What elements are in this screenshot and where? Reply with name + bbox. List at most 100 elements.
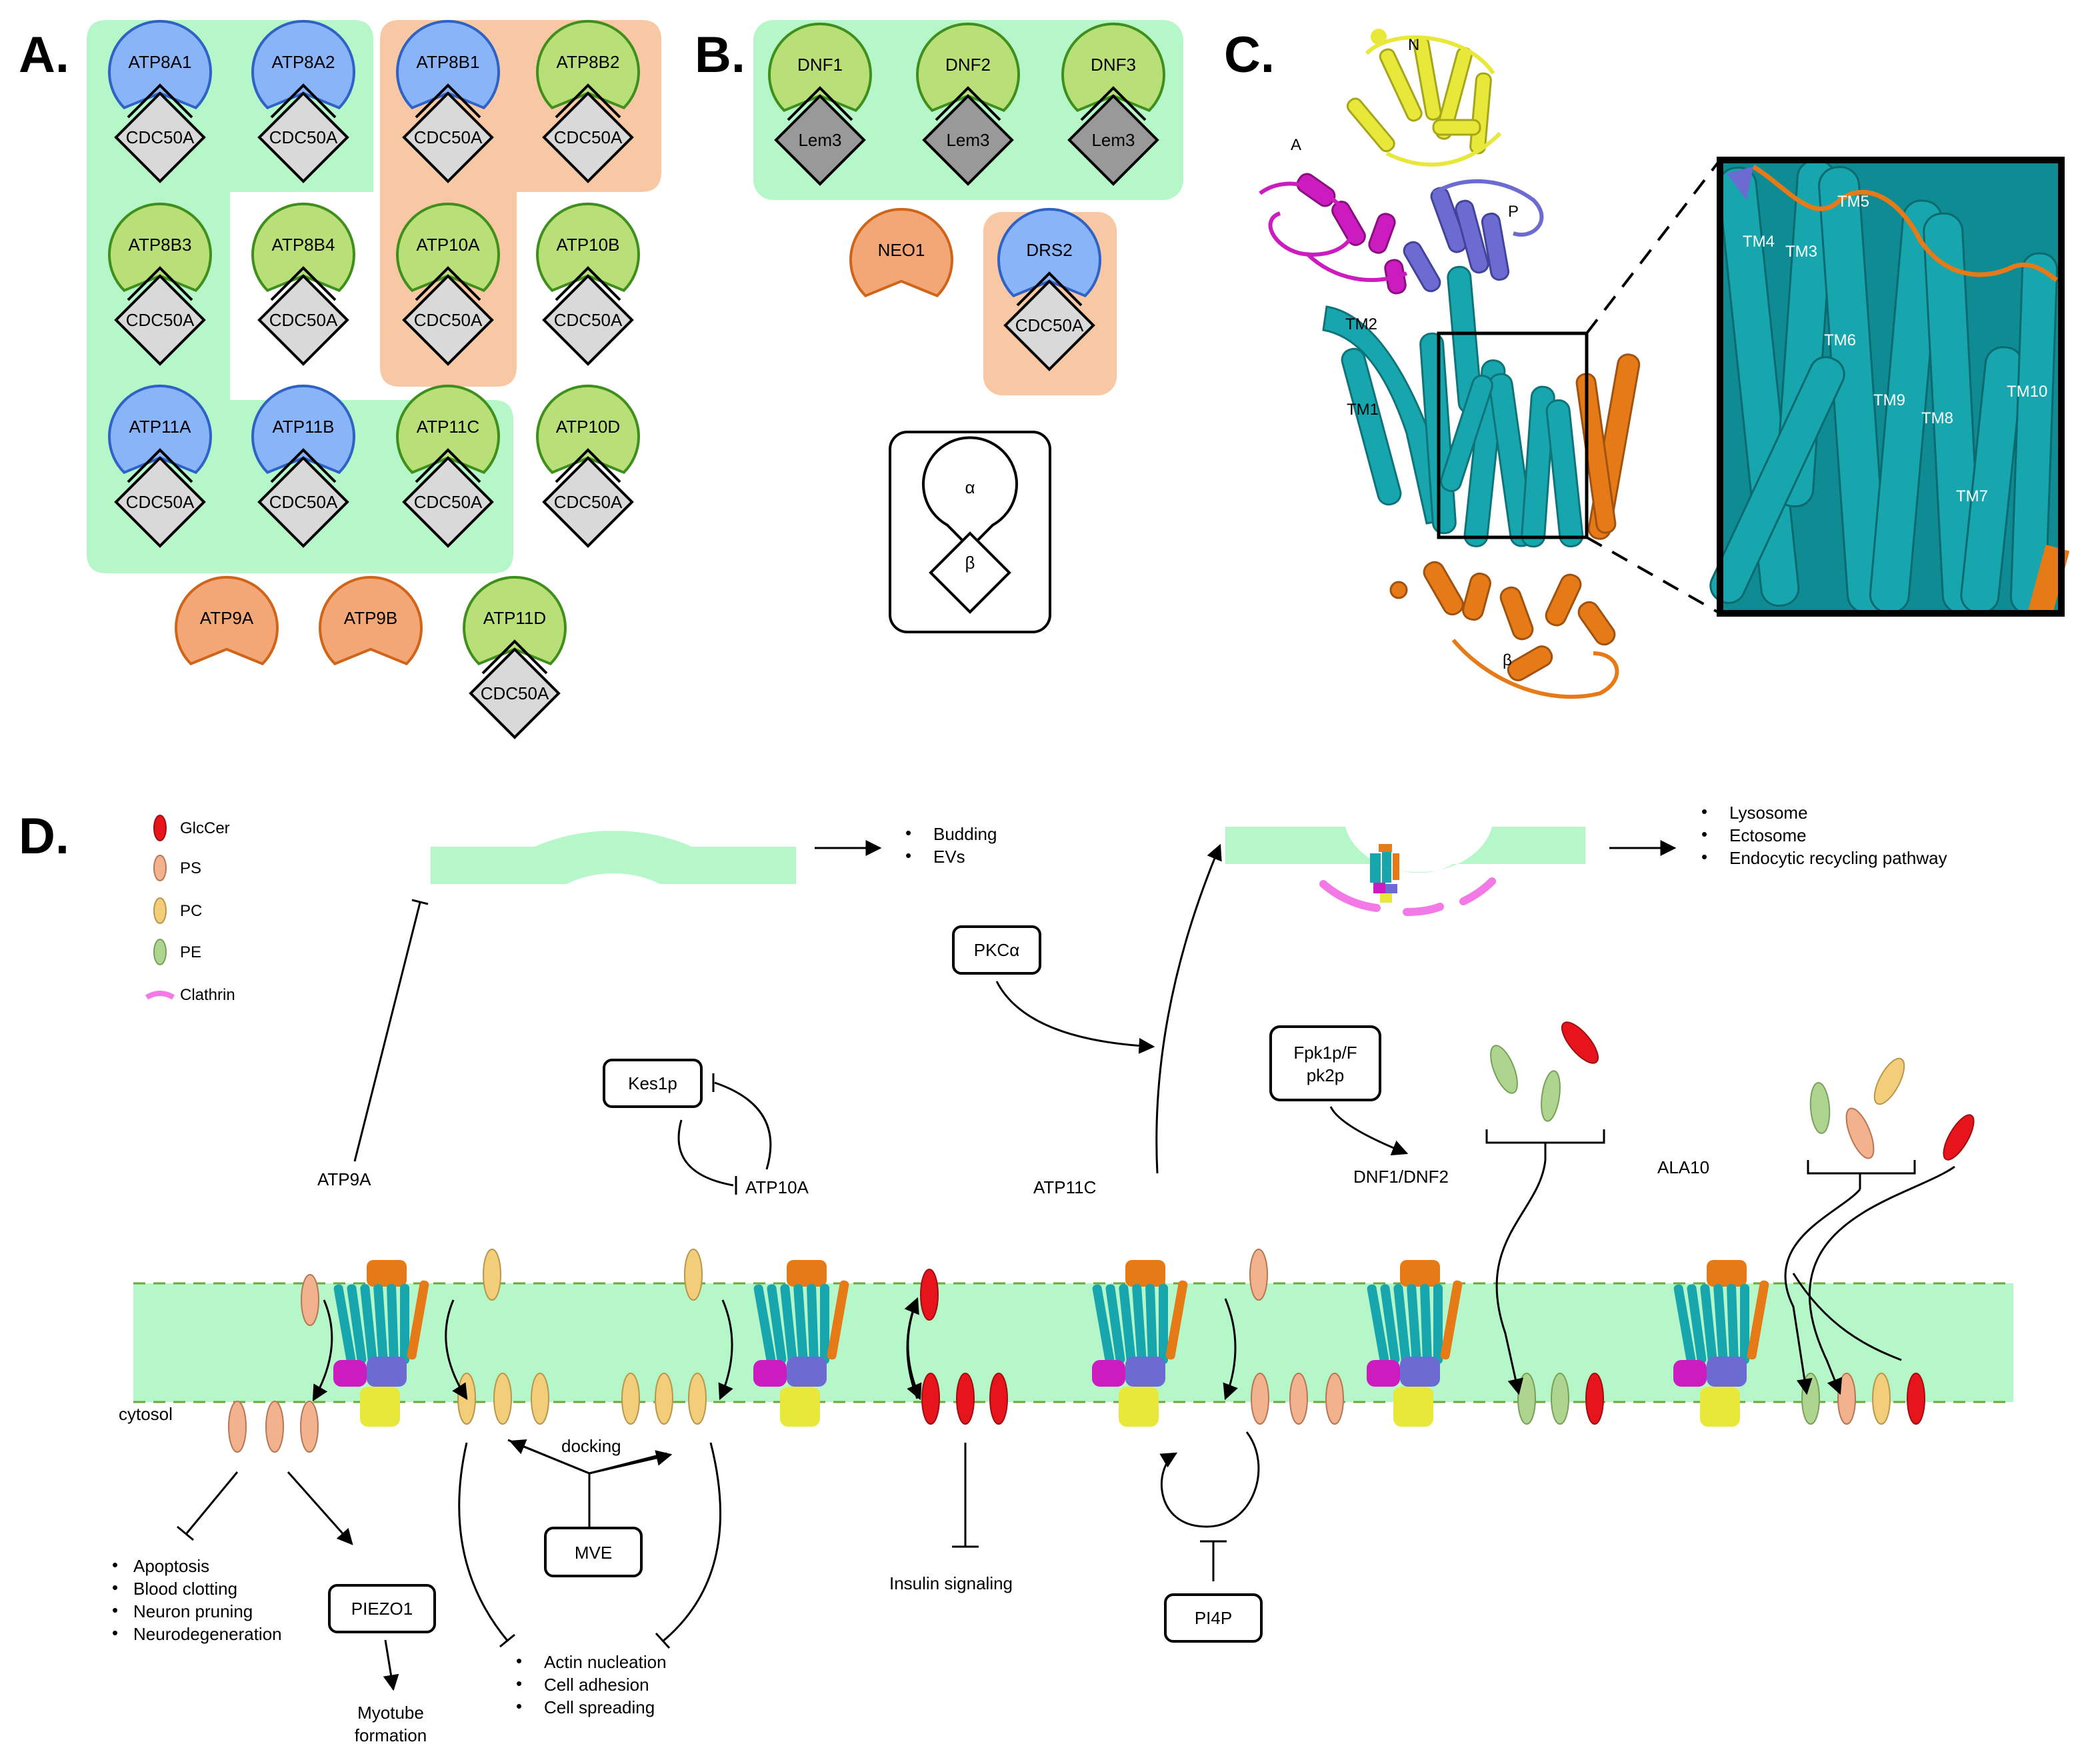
alpha-subunit-label: ATP10B: [557, 235, 620, 255]
beta-notch-line: [415, 266, 481, 301]
kes1p-label: Kes1p: [628, 1073, 677, 1093]
n-domain: [1346, 35, 1502, 167]
key-alpha-label: α: [965, 477, 975, 497]
fpk-box: [1269, 1025, 1381, 1101]
lipid-ps: [301, 1274, 319, 1326]
legend-glccer-label: GlcCer: [180, 819, 230, 837]
kes1p-box: [603, 1059, 703, 1108]
panel-a: ATP8A1CDC50AATP8A2CDC50AATP8B1CDC50AATP8…: [87, 19, 661, 739]
outcome-actin-nucleation: Actin nucleation: [544, 1652, 667, 1672]
beta-subunit-label: CDC50A: [554, 492, 623, 512]
alpha-subunit-label: DNF3: [1091, 55, 1136, 75]
pi4p-label: PI4P: [1195, 1608, 1232, 1628]
pkc-label: PKCα: [974, 940, 1020, 960]
alpha-subunit-label: ATP9B: [344, 608, 397, 628]
beta-notch-line: [127, 266, 193, 301]
beta-subunit-shape: [469, 647, 561, 739]
myotube-line2: formation: [355, 1725, 427, 1745]
lipid-ps: [300, 1401, 319, 1453]
lipid-ps: [1249, 1249, 1268, 1301]
alpha-beta-key: α β: [889, 431, 1051, 633]
alpha-subunit-shape: [768, 22, 872, 113]
outcome-evs: EVs: [933, 847, 965, 867]
outcome-blood-clotting: Blood clotting: [133, 1579, 237, 1599]
beta-subunit-label: CDC50A: [126, 127, 195, 147]
zoom-line-bottom: [1586, 536, 1721, 615]
beta-subunit-label: CDC50A: [481, 683, 549, 703]
beta-subunit-label: CDC50A: [554, 127, 623, 147]
piezo1-box: [328, 1584, 436, 1633]
legend-clathrin-label: Clathrin: [180, 986, 235, 1004]
lipid-gold: [531, 1373, 549, 1425]
panel-c: N A P TM2 TM1 β: [1259, 29, 2070, 699]
key-beta-label: β: [965, 553, 975, 573]
beta-subunit-label: Lem3: [946, 130, 989, 150]
legend-pe-label: PE: [180, 943, 201, 961]
lysosome-bullet-2: •: [1701, 824, 1707, 844]
beta-subunit-label: CDC50A: [414, 492, 483, 512]
lipid-gold: [688, 1373, 707, 1425]
alpha-subunit-shape: [396, 19, 500, 110]
tm2-label: TM2: [1345, 315, 1377, 333]
alpha-subunit-shape: [251, 202, 355, 293]
alpha-subunit-shape: [108, 19, 212, 110]
tm1-label: TM1: [1347, 401, 1379, 419]
beta-notch-line: [1016, 271, 1083, 307]
myotube-line1: Myotube: [357, 1703, 424, 1723]
endocytic-membrane: [1225, 827, 1585, 873]
flippase-icon: [1092, 1260, 1188, 1427]
lipid-glccer: [956, 1373, 975, 1425]
beta-subunit-label: Lem3: [798, 130, 841, 150]
beta-notch-line: [415, 448, 481, 483]
alpha-subunit-label: ATP8B1: [417, 52, 480, 72]
zoom-box: [1437, 331, 1589, 539]
lipid-gold: [684, 1249, 703, 1301]
a-domain: [1259, 173, 1408, 295]
inset-tm5-label: TM5: [1837, 193, 1869, 211]
outcome-ectosome: Ectosome: [1729, 825, 1807, 845]
inset-tm6-label: TM6: [1824, 331, 1856, 349]
svg-text:•: •: [112, 1623, 118, 1643]
beta-subunit-label: CDC50A: [414, 127, 483, 147]
beta-notch-line: [787, 86, 853, 121]
ps-piezo-arrow: [287, 1471, 353, 1545]
outcome-cell-spreading: Cell spreading: [544, 1697, 655, 1717]
alpha-subunit-label: DRS2: [1026, 240, 1072, 260]
docking-arrow-right: [589, 1450, 673, 1475]
alpha-subunit-shape: [108, 384, 212, 475]
beta-subunit-shape: [114, 274, 206, 366]
budding-bullet-1: •: [905, 823, 911, 843]
flippase-icon: [1367, 1260, 1463, 1427]
beta-subunit-shape: [114, 91, 206, 183]
alpha-subunit-shape: [536, 19, 640, 110]
mve-label: MVE: [575, 1543, 612, 1563]
flip-arrows: [312, 1297, 1238, 1402]
beta-notch-line: [555, 448, 621, 483]
docking-label: docking: [561, 1436, 621, 1456]
pi4p-box: [1164, 1593, 1263, 1643]
lipid-pe: [1551, 1373, 1569, 1425]
alpha-subunit-shape: [396, 384, 500, 475]
beta-notch-line: [481, 639, 548, 675]
ps-inhibit-bar: [177, 1525, 194, 1541]
inset-tm9-label: TM9: [1873, 391, 1905, 409]
panel-a-complexes: ATP8A1CDC50AATP8A2CDC50AATP8B1CDC50AATP8…: [108, 19, 640, 739]
beta-subunit-shape: [402, 274, 494, 366]
panel-label-a: A.: [19, 27, 69, 83]
alpha-subunit-shape: [536, 202, 640, 293]
beta-notch-line: [270, 266, 337, 301]
svg-text:•: •: [112, 1555, 118, 1575]
beta-notch-line: [415, 83, 481, 119]
lysosome-bullet-3: •: [1701, 847, 1707, 867]
alpha-subunit-label: ATP9A: [200, 608, 254, 628]
lipid-glccer: [1907, 1373, 1925, 1425]
beta-notch-line: [270, 83, 337, 119]
